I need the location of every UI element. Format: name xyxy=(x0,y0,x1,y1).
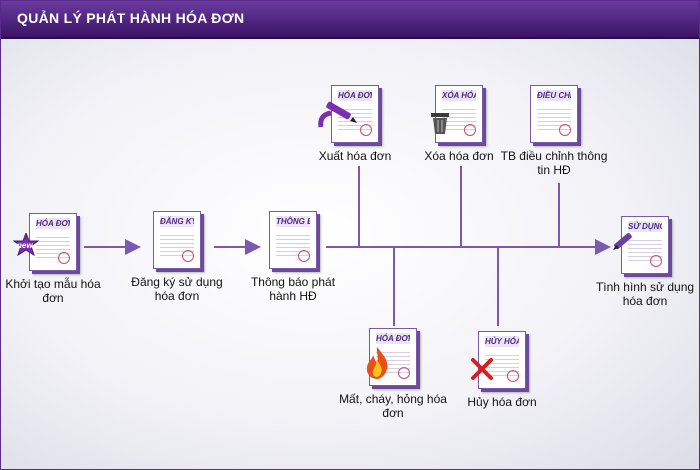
doc-title: HÓA ĐƠN xyxy=(338,90,372,101)
node-label: Xuất hóa đơn xyxy=(318,149,392,163)
node-xuat-hoa-don[interactable]: HÓA ĐƠN Xuất hóa đơn xyxy=(300,83,410,163)
node-label: Đăng ký sử dụng hóa đơn xyxy=(131,275,223,303)
doc-title: ĐIỀU CHỈNH xyxy=(537,90,571,101)
node-huy-hoa-don[interactable]: HỦY HÓA ĐƠN Hủy hóa đơn xyxy=(447,329,557,409)
node-mat-chay-hong[interactable]: HÓA ĐƠN Mất, cháy, hỏng hóa đơn xyxy=(338,326,448,420)
usage-document-icon: SỬ DỤNG HÓA ĐƠN xyxy=(613,214,671,274)
panel-header: QUẢN LÝ PHÁT HÀNH HÓA ĐƠN xyxy=(1,1,699,39)
node-label: Mất, cháy, hỏng hóa đơn xyxy=(339,392,447,420)
pen-icon xyxy=(317,97,357,131)
node-label: Tình hình sử dụng hóa đơn xyxy=(595,280,695,308)
red-x-icon xyxy=(470,357,494,381)
doc-title: ĐĂNG KÝ xyxy=(160,216,194,227)
pen-icon xyxy=(611,228,635,252)
registration-document-icon: ĐĂNG KÝ xyxy=(151,209,203,269)
doc-title: SỬ DỤNG HÓA ĐƠN xyxy=(628,221,662,232)
doc-title: THÔNG BÁO xyxy=(276,216,310,227)
doc-title: HÓA ĐƠN xyxy=(36,218,70,229)
fire-icon xyxy=(363,346,391,380)
invoice-document-icon: HÓA ĐƠN xyxy=(366,326,419,386)
node-khoi-tao-mau-hoa-don[interactable]: HÓA ĐƠN new Khởi tạo mẫu hóa đơn xyxy=(1,211,108,305)
new-badge-icon: new xyxy=(12,231,40,259)
node-label: Thông báo phát hành HĐ xyxy=(250,275,336,303)
node-label: TB điều chỉnh thông tin HĐ xyxy=(500,149,608,177)
invoice-document-icon: HÓA ĐƠN new xyxy=(12,211,79,271)
doc-title: XÓA HÓA ĐƠN xyxy=(442,90,476,101)
delete-document-icon: XÓA HÓA ĐƠN xyxy=(431,83,485,143)
panel-title: QUẢN LÝ PHÁT HÀNH HÓA ĐƠN xyxy=(17,10,245,26)
node-label: Xóa hóa đơn xyxy=(424,149,494,163)
adjustment-document-icon: ĐIỀU CHỈNH xyxy=(528,83,580,143)
node-label: Hủy hóa đơn xyxy=(467,395,537,409)
doc-title: HỦY HÓA ĐƠN xyxy=(485,336,519,347)
node-xoa-hoa-don[interactable]: XÓA HÓA ĐƠN Xóa hóa đơn xyxy=(404,83,514,163)
node-tinh-hinh-su-dung[interactable]: SỬ DỤNG HÓA ĐƠN Tình hình sử dụng hóa đơ… xyxy=(590,214,699,308)
node-thong-bao-phat-hanh[interactable]: THÔNG BÁO Thông báo phát hành HĐ xyxy=(238,209,348,303)
notice-document-icon: THÔNG BÁO xyxy=(267,209,319,269)
node-label: Khởi tạo mẫu hóa đơn xyxy=(5,277,101,305)
invoice-document-icon: HÓA ĐƠN xyxy=(318,83,381,143)
trash-icon xyxy=(429,109,451,135)
new-badge-text: new xyxy=(17,241,33,250)
cancel-document-icon: HỦY HÓA ĐƠN xyxy=(471,329,528,389)
node-tb-dieu-chinh[interactable]: ĐIỀU CHỈNH TB điều chỉnh thông tin HĐ xyxy=(499,83,609,177)
node-dang-ky-su-dung[interactable]: ĐĂNG KÝ Đăng ký sử dụng hóa đơn xyxy=(122,209,232,303)
doc-title: HÓA ĐƠN xyxy=(376,333,410,344)
